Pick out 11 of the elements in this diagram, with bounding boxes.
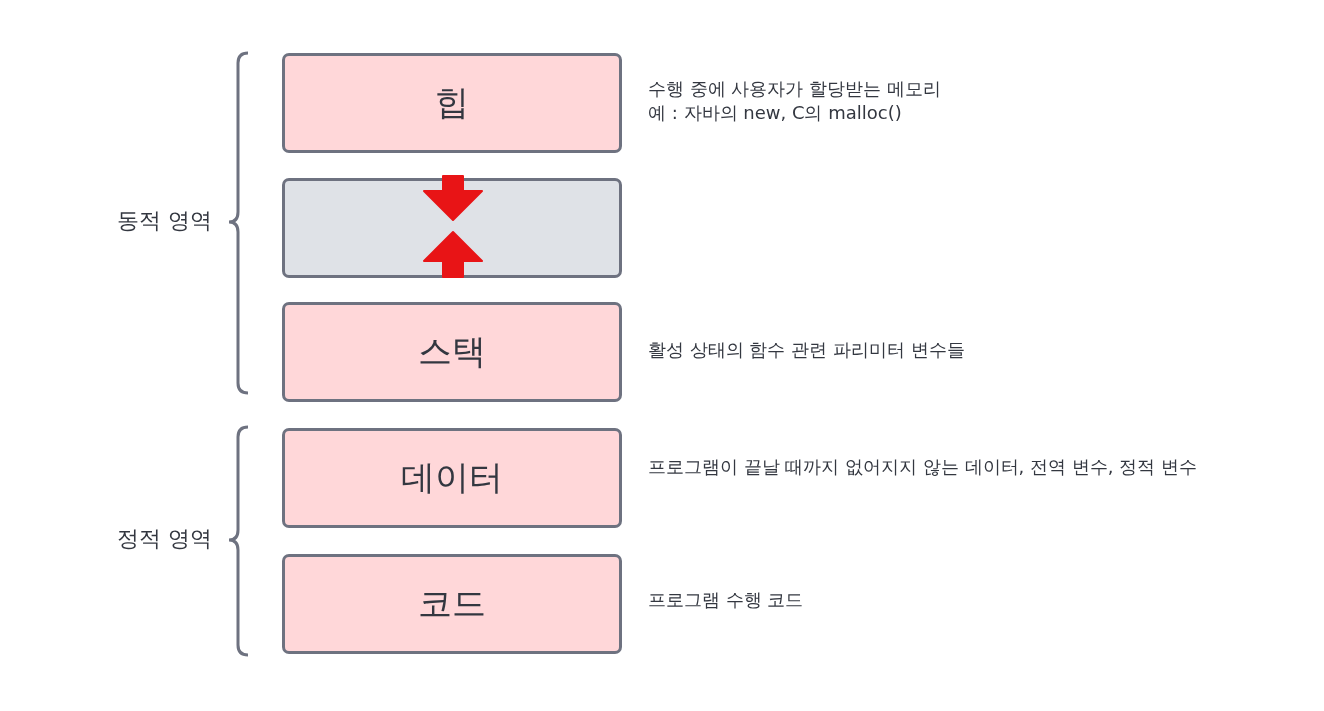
description-text: 활성 상태의 함수 관련 파리미터 변수들 [648, 338, 965, 362]
description-text: 프로그램이 끝날 때까지 없어지지 않는 데이터, 전역 변수, 정적 변수 [648, 455, 1197, 479]
segment-label: 데이터 [401, 456, 503, 499]
region-label: 동적 영역 [117, 207, 212, 235]
description-text: 예 : 자바의 new, C의 malloc() [648, 101, 902, 125]
description-text: 수행 중에 사용자가 할당받는 메모리 [648, 77, 941, 101]
segment-label: 스택 [418, 330, 486, 373]
description-text: 프로그램 수행 코드 [648, 588, 804, 612]
segment-label: 코드 [418, 582, 486, 625]
region-label: 정적 영역 [117, 525, 212, 553]
segment-label: 힙 [435, 81, 469, 124]
